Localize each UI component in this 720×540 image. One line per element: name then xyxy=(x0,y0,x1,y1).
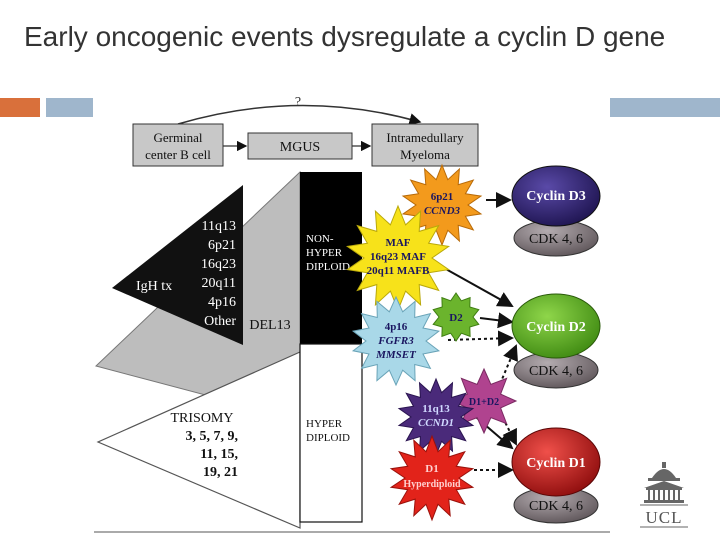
germinal-center-line2: center B cell xyxy=(145,147,211,162)
star-6p21-ccnd3: 6p21 CCND3 xyxy=(401,163,483,247)
cyclin-d3-group: CDK 4, 6 Cyclin D3 xyxy=(511,165,601,257)
star-11q13-ccnd1: 11q13 CCND1 xyxy=(397,377,475,457)
cyclin-d3-label: Cyclin D3 xyxy=(526,189,586,204)
cdk-label-d1: CDK 4, 6 xyxy=(529,499,583,514)
hyperdiploid-column xyxy=(299,343,363,523)
translocation-6p21: 6p21 xyxy=(208,238,236,253)
portico-icon xyxy=(644,462,684,503)
cyclin-d1-label: Cyclin D1 xyxy=(526,456,586,471)
trisomy-line1: 3, 5, 7, 9, xyxy=(186,429,239,444)
cyclin-d2-label: Cyclin D2 xyxy=(526,320,586,335)
ucl-logo-text: UCL xyxy=(646,508,683,527)
star-d1-line2: Hyperdiploid xyxy=(403,479,461,490)
star-4p16-fgfr3: 4p16 FGFR3 MMSET xyxy=(351,295,441,387)
myeloma-line2: Myeloma xyxy=(400,147,450,162)
non-hyper-line2: HYPER xyxy=(306,247,343,259)
star-d1-hyperdiploid: D1 Hyperdiploid xyxy=(389,434,475,522)
accent-bar-blue-left xyxy=(46,98,93,117)
translocation-other: Other xyxy=(204,314,236,329)
star-d1d2-label: D1+D2 xyxy=(469,397,499,408)
mgus-label: MGUS xyxy=(280,140,320,155)
star-4p16-line3: MMSET xyxy=(375,349,417,361)
cyclin-d2-oval xyxy=(511,293,601,359)
star-11q13-line2: CCND1 xyxy=(418,417,454,429)
cyclin-d1-group: CDK 4, 6 Cyclin D1 xyxy=(511,427,601,524)
non-hyperdiploid-column xyxy=(300,172,362,344)
igh-label: IgH tx xyxy=(136,279,172,294)
translocation-20q11: 20q11 xyxy=(202,276,236,291)
star-maf: MAF 16q23 MAF 20q11 MAFB xyxy=(345,204,451,312)
star-11q13-line1: 11q13 xyxy=(422,403,450,415)
cyclin-d2-group: CDK 4, 6 Cyclin D2 xyxy=(511,293,601,389)
ucl-logo: UCL xyxy=(640,462,688,528)
star-d1d2: D1+D2 xyxy=(450,367,518,435)
mgus-box xyxy=(247,132,353,160)
del13-label: DEL13 xyxy=(249,318,290,333)
germinal-center-box xyxy=(132,123,224,167)
non-hyper-line1: NON- xyxy=(306,233,334,245)
trisomy-label: TRISOMY xyxy=(170,411,233,426)
star-d1-line1: D1 xyxy=(425,463,438,475)
cyclin-d3-oval xyxy=(511,165,601,227)
translocation-list: 11q13 6p21 16q23 20q11 4p16 Other xyxy=(201,219,236,329)
star-maf-line3: 20q11 MAFB xyxy=(367,265,430,277)
star-4p16-line1: 4p16 xyxy=(385,321,408,333)
non-hyper-line3: DIPLOID xyxy=(306,261,350,273)
translocation-4p16: 4p16 xyxy=(208,295,236,310)
star-6p21-line2: CCND3 xyxy=(424,205,461,217)
accent-bar-blue-right xyxy=(610,98,720,117)
star-d2-label: D2 xyxy=(449,312,463,324)
star-maf-line1: MAF xyxy=(385,237,410,249)
translocation-11q13: 11q13 xyxy=(202,219,236,234)
cyclin-d1-oval xyxy=(511,427,601,497)
star-6p21-line1: 6p21 xyxy=(431,191,454,203)
myeloma-box xyxy=(371,123,479,167)
accent-bar-orange xyxy=(0,98,40,117)
hyper-line2: DIPLOID xyxy=(306,432,350,444)
star-maf-line2: 16q23 MAF xyxy=(370,251,426,263)
trisomy-line2: 11, 15, xyxy=(200,447,238,462)
star-d2: D2 xyxy=(432,292,480,342)
translocation-16q23: 16q23 xyxy=(201,257,236,272)
question-mark: ? xyxy=(295,95,301,110)
cdk-label-d2: CDK 4, 6 xyxy=(529,364,583,379)
germinal-center-line1: Germinal xyxy=(153,130,202,145)
hyper-line1: HYPER xyxy=(306,418,343,430)
progression-arc xyxy=(177,104,422,125)
cdk-label-d3: CDK 4, 6 xyxy=(529,232,583,247)
slide-title: Early oncogenic events dysregulate a cyc… xyxy=(24,21,666,52)
trisomy-line3: 19, 21 xyxy=(203,465,238,480)
myeloma-line1: Intramedullary xyxy=(386,130,464,145)
star-4p16-line2: FGFR3 xyxy=(377,335,414,347)
igh-triangle xyxy=(112,185,243,345)
